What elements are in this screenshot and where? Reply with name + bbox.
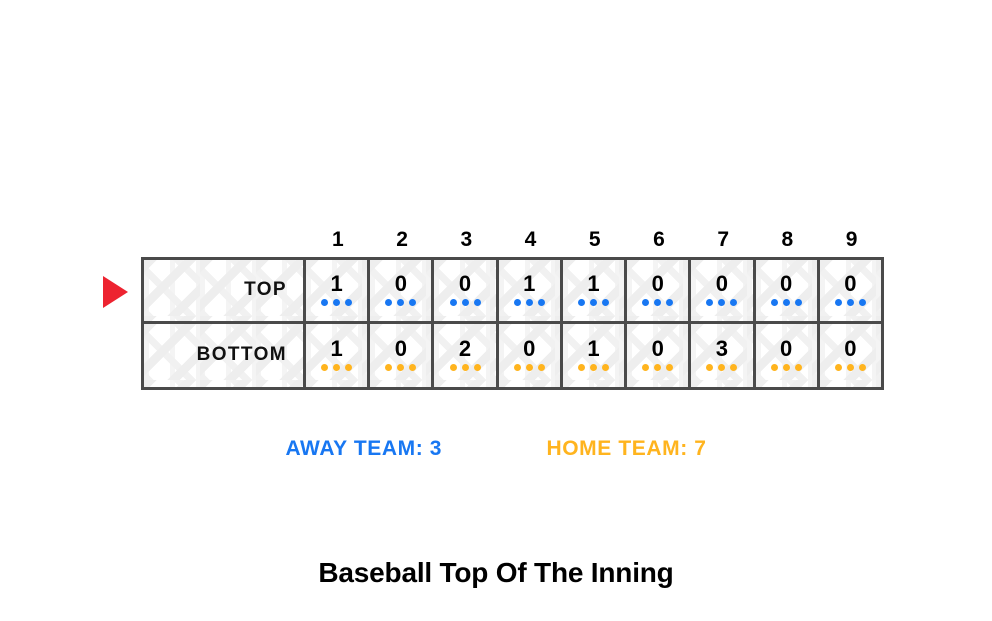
out-dots-icon <box>834 364 866 372</box>
score-cell-bottom-3: 2 <box>434 323 499 387</box>
score-cell-top-3: 0 <box>434 260 499 321</box>
score-value: 0 <box>523 336 536 362</box>
row-label-cell-top: TOP <box>144 260 306 321</box>
scoreboard-table: TOP 1 0 0 1 <box>141 257 884 390</box>
inning-header-1: 1 <box>332 228 345 251</box>
out-dots-icon <box>449 364 481 372</box>
score-cell-top-6: 0 <box>627 260 692 321</box>
out-dots-icon <box>577 299 609 307</box>
score-value: 0 <box>394 336 407 362</box>
out-dots-icon <box>770 299 802 307</box>
inning-header-3: 3 <box>460 228 473 251</box>
innings-strip-bottom: 1 0 2 0 1 <box>306 323 881 387</box>
score-cell-top-5: 1 <box>562 260 628 321</box>
out-dots-icon <box>513 364 545 372</box>
score-cell-bottom-5: 1 <box>562 323 628 387</box>
score-cell-bottom-1: 1 <box>306 323 371 387</box>
score-value: 1 <box>330 271 343 297</box>
team-totals-row: AWAY TEAM: 3 HOME TEAM: 7 <box>0 437 992 461</box>
out-dots-icon <box>513 299 545 307</box>
out-dots-icon <box>321 364 353 372</box>
score-cell-top-7: 0 <box>691 260 756 321</box>
row-label-top: TOP <box>244 279 287 301</box>
out-dots-icon <box>642 299 674 307</box>
table-row-top: TOP 1 0 0 1 <box>144 260 881 324</box>
score-cell-top-2: 0 <box>370 260 435 321</box>
out-dots-icon <box>642 364 674 372</box>
inning-header-2: 2 <box>396 228 409 251</box>
inning-number-header-row: 1 2 3 4 5 6 7 8 9 <box>306 227 884 255</box>
out-dots-icon <box>834 299 866 307</box>
out-dots-icon <box>385 364 417 372</box>
score-value: 0 <box>780 336 793 362</box>
figure-caption: Baseball Top Of The Inning <box>318 557 674 588</box>
score-cell-top-8: 0 <box>755 260 820 321</box>
out-dots-icon <box>385 299 417 307</box>
score-value: 0 <box>715 271 729 297</box>
out-dots-icon <box>706 364 738 372</box>
inning-header-7: 7 <box>717 228 730 251</box>
inning-header-9: 9 <box>845 228 858 251</box>
score-cell-bottom-9: 0 <box>819 323 881 387</box>
out-dots-icon <box>770 364 802 372</box>
inning-header-8: 8 <box>781 228 794 251</box>
score-cell-bottom-7: 3 <box>691 323 756 387</box>
home-team-total: HOME TEAM: 7 <box>546 437 707 460</box>
inning-header-4: 4 <box>524 228 537 251</box>
score-value: 0 <box>651 336 664 362</box>
out-dots-icon <box>321 299 353 307</box>
score-value: 1 <box>587 271 600 297</box>
score-value: 2 <box>458 336 472 362</box>
score-cell-top-1: 1 <box>306 260 371 321</box>
out-dots-icon <box>577 364 609 372</box>
out-dots-icon <box>706 299 738 307</box>
row-label-bottom: BOTTOM <box>196 344 287 366</box>
innings-strip-top: 1 0 0 1 1 <box>306 260 881 321</box>
inning-header-5: 5 <box>588 228 602 251</box>
score-value: 0 <box>780 271 793 297</box>
out-dots-icon <box>449 299 481 307</box>
score-value: 0 <box>651 271 664 297</box>
away-team-total: AWAY TEAM: 3 <box>285 437 443 460</box>
score-value: 1 <box>587 336 600 362</box>
score-value: 0 <box>844 336 857 362</box>
score-cell-top-9: 0 <box>819 260 881 321</box>
inning-header-6: 6 <box>653 228 666 251</box>
score-value: 0 <box>394 271 407 297</box>
score-cell-bottom-2: 0 <box>370 323 435 387</box>
score-value: 1 <box>330 336 343 362</box>
score-value: 1 <box>523 271 536 297</box>
score-cell-bottom-8: 0 <box>755 323 820 387</box>
score-cell-bottom-4: 0 <box>498 323 563 387</box>
score-value: 3 <box>715 336 729 362</box>
score-cell-bottom-6: 0 <box>627 323 692 387</box>
table-row-bottom: BOTTOM 1 0 2 0 <box>144 323 881 387</box>
score-value: 0 <box>458 271 472 297</box>
score-cell-top-4: 1 <box>498 260 563 321</box>
score-value: 0 <box>844 271 857 297</box>
current-half-inning-marker-icon <box>103 276 128 308</box>
row-label-cell-bottom: BOTTOM <box>144 323 306 387</box>
